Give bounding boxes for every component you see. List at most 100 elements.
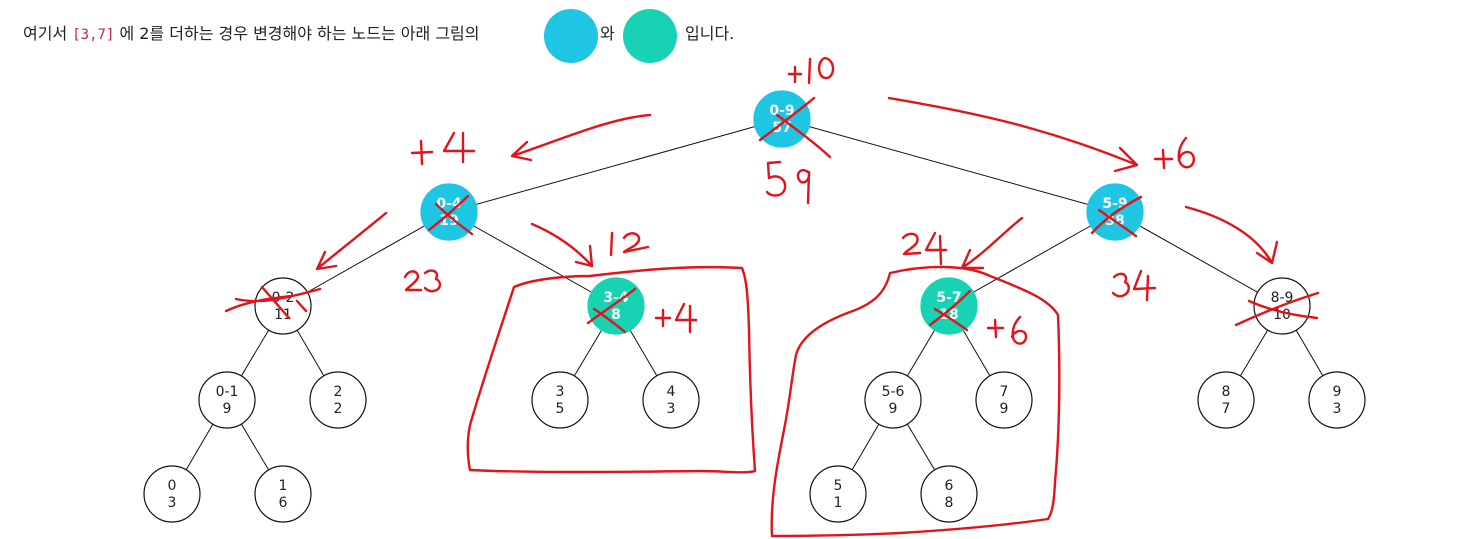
tree-node-range: 3-4 bbox=[603, 290, 629, 306]
annotation-node-34-before bbox=[609, 231, 650, 257]
tree-edge-n59-n57 bbox=[948, 211, 1116, 307]
strike-node-34 bbox=[586, 287, 637, 334]
tree-node-value: 3 bbox=[667, 401, 676, 417]
tree-node-value: 7 bbox=[1222, 401, 1231, 417]
tree-edge-n59-n89 bbox=[1114, 211, 1283, 307]
tree-node-range: 6 bbox=[945, 478, 954, 494]
tree-node-circle bbox=[254, 277, 312, 335]
tree-node-n2: 22 bbox=[309, 371, 367, 429]
tree-node-n8: 87 bbox=[1197, 371, 1255, 429]
annotation-right-add bbox=[1153, 136, 1196, 170]
annotation-root-result bbox=[765, 160, 811, 205]
tree-node-range: 4 bbox=[667, 384, 676, 400]
caption-text-after: 입니다. bbox=[685, 24, 734, 43]
cyan-swatch-circle bbox=[544, 9, 598, 63]
tree-node-n56: 5-69 bbox=[864, 371, 922, 429]
strike-node-89 bbox=[1234, 291, 1320, 327]
tree-node-range: 0-1 bbox=[216, 384, 239, 400]
arrow-right-root bbox=[887, 96, 1139, 173]
box-subtree-57 bbox=[770, 265, 1061, 538]
tree-node-value: 5 bbox=[556, 401, 565, 417]
tree-node-n1: 16 bbox=[254, 465, 312, 523]
tree-node-value: 8 bbox=[945, 495, 954, 511]
caption-connector: 와 bbox=[600, 24, 615, 43]
tree-edge-n09-n59 bbox=[781, 118, 1116, 213]
arrow-to-node-34 bbox=[530, 222, 594, 268]
tree-node-circle bbox=[1308, 371, 1366, 429]
strike-node-57 bbox=[928, 289, 972, 332]
tree-node-circle bbox=[143, 465, 201, 523]
tree-node-n0: 03 bbox=[143, 465, 201, 523]
arrow-to-node-02 bbox=[315, 211, 388, 271]
tree-node-value: 18 bbox=[939, 307, 958, 323]
tree-node-range: 3 bbox=[556, 384, 565, 400]
annotation-node-57-before bbox=[901, 231, 948, 266]
tree-node-circle bbox=[198, 371, 256, 429]
annotation-node-34-add bbox=[654, 302, 698, 334]
tree-node-circle bbox=[809, 465, 867, 523]
tree-edge-n04-n34 bbox=[448, 211, 617, 307]
tree-node-range: 8-9 bbox=[1271, 290, 1294, 306]
tree-node-range: 2 bbox=[334, 384, 343, 400]
tree-node-circle bbox=[1197, 371, 1255, 429]
tree-node-value: 9 bbox=[223, 401, 232, 417]
caption-text-before: 여기서 bbox=[23, 24, 72, 43]
tree-node-n4: 43 bbox=[642, 371, 700, 429]
tree-node-range: 8 bbox=[1222, 384, 1231, 400]
tree-node-value: 3 bbox=[1333, 401, 1342, 417]
tree-node-value: 8 bbox=[611, 307, 621, 323]
tree-node-n3: 35 bbox=[531, 371, 589, 429]
annotation-root-add bbox=[787, 56, 835, 85]
arrow-to-node-89 bbox=[1184, 205, 1279, 265]
tree-node-range: 5-9 bbox=[1102, 196, 1127, 212]
arrow-left-root bbox=[510, 113, 652, 162]
caption-text-middle: 에 2를 더하는 경우 변경해야 하는 노드는 아래 그림의 bbox=[120, 24, 480, 43]
teal-swatch-circle bbox=[623, 9, 677, 63]
annotation-left-add bbox=[410, 131, 476, 166]
tree-node-range: 0-9 bbox=[769, 103, 794, 119]
tree-node-circle bbox=[531, 371, 589, 429]
tree-node-range: 5-7 bbox=[936, 290, 961, 306]
box-subtree-34 bbox=[466, 265, 757, 474]
svg-text:여기서 [3,7] 에 2를 더하: 여기서 [3,7] 에 2를 더하는 경우 변경해야 하는 노드는 아래 그림의 bbox=[23, 24, 480, 43]
tree-node-n01: 0-19 bbox=[198, 371, 256, 429]
tree-node-circle bbox=[864, 371, 922, 429]
tree-node-range: 7 bbox=[1000, 384, 1009, 400]
arrow-to-node-57 bbox=[960, 216, 1024, 270]
tree-node-n6: 68 bbox=[920, 465, 978, 523]
tree-node-n5: 51 bbox=[809, 465, 867, 523]
tree-node-value: 6 bbox=[279, 495, 288, 511]
annotation-node-57-add bbox=[986, 315, 1028, 345]
strike-node-59 bbox=[1090, 195, 1143, 238]
tree-edges bbox=[171, 118, 1338, 495]
caption: 여기서 [3,7] 에 2를 더하는 경우 변경해야 하는 노드는 아래 그림의… bbox=[23, 9, 734, 63]
strike-node-09 bbox=[758, 96, 832, 159]
tree-node-n9: 93 bbox=[1308, 371, 1366, 429]
tree-node-circle bbox=[642, 371, 700, 429]
tree-edge-n09-n04 bbox=[448, 118, 783, 213]
tree-node-range: 5 bbox=[834, 478, 843, 494]
strike-node-02 bbox=[224, 285, 322, 320]
tree-node-range: 9 bbox=[1333, 384, 1342, 400]
strike-node-04 bbox=[427, 194, 474, 236]
tree-node-value: 3 bbox=[168, 495, 177, 511]
tree-node-value: 1 bbox=[834, 495, 843, 511]
annotation-right-child-result bbox=[1111, 269, 1157, 302]
tree-node-value: 11 bbox=[274, 307, 292, 323]
caption-code-range: [3,7] bbox=[72, 27, 114, 43]
tree-node-circle bbox=[920, 465, 978, 523]
tree-node-circle bbox=[309, 371, 367, 429]
tree-node-range: 5-6 bbox=[882, 384, 905, 400]
tree-node-circle bbox=[975, 371, 1033, 429]
tree-node-value: 9 bbox=[889, 401, 898, 417]
tree-node-n7: 79 bbox=[975, 371, 1033, 429]
tree-node-circle bbox=[254, 465, 312, 523]
tree-node-value: 9 bbox=[1000, 401, 1009, 417]
tree-node-range: 1 bbox=[279, 478, 288, 494]
handwritten-annotations bbox=[224, 56, 1320, 538]
annotation-left-child-result bbox=[403, 269, 442, 293]
tree-node-value: 57 bbox=[772, 120, 791, 136]
tree-node-range: 0 bbox=[168, 478, 177, 494]
tree-node-value: 2 bbox=[334, 401, 343, 417]
